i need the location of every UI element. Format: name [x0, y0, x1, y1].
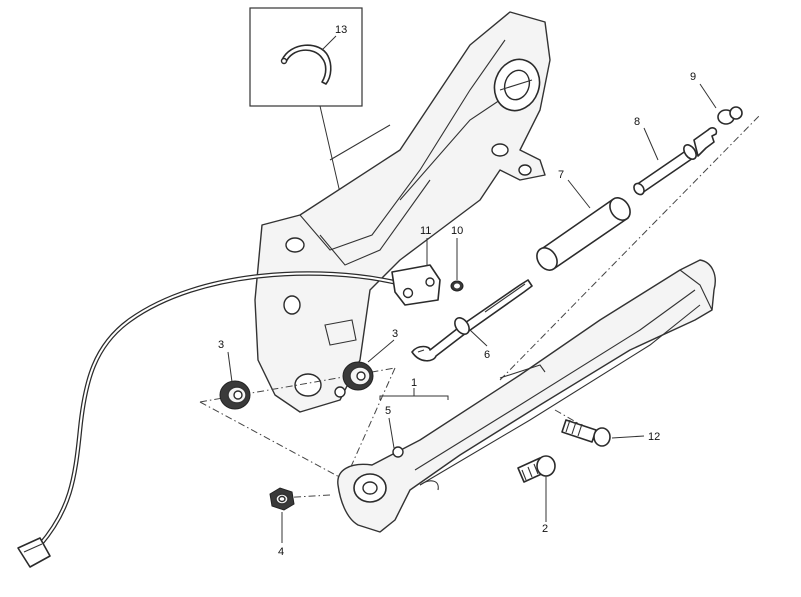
callout-12: 12 [648, 431, 660, 443]
spring-pin-8 [633, 127, 718, 196]
callout-4: 4 [278, 546, 284, 558]
spring-7 [536, 197, 631, 271]
callout-5: 5 [385, 405, 391, 417]
callout-2: 2 [542, 523, 548, 535]
bolt-12 [561, 419, 611, 447]
nut-4 [269, 487, 295, 511]
clip-part-13 [281, 44, 332, 85]
washer-3-left [219, 380, 251, 410]
callout-7: 7 [558, 169, 564, 181]
leader-lines [227, 35, 717, 543]
connector-plug [17, 537, 51, 568]
frame-bracket [254, 11, 551, 413]
callout-3-left: 3 [218, 339, 224, 351]
callout-8: 8 [634, 116, 640, 128]
sidestand-1 [337, 259, 716, 533]
switch-body-11 [391, 264, 441, 306]
washer-3-right [342, 361, 374, 391]
spring-hook-pin-6 [411, 279, 533, 362]
pivot-bolt-2 [517, 455, 556, 483]
sidestand-switch-cable [17, 264, 464, 568]
callout-labels: 13 11 10 9 8 7 6 3 3 1 5 4 2 12 [218, 24, 696, 558]
callout-13: 13 [335, 24, 347, 36]
screw-9 [717, 106, 743, 125]
callout-6: 6 [484, 349, 490, 361]
callout-9: 9 [690, 71, 696, 83]
callout-10: 10 [451, 225, 463, 237]
callout-3-right: 3 [392, 328, 398, 340]
callout-1: 1 [411, 377, 417, 389]
detail-inset-box [249, 7, 363, 259]
callout-11: 11 [420, 225, 431, 237]
screw-10 [450, 280, 464, 292]
